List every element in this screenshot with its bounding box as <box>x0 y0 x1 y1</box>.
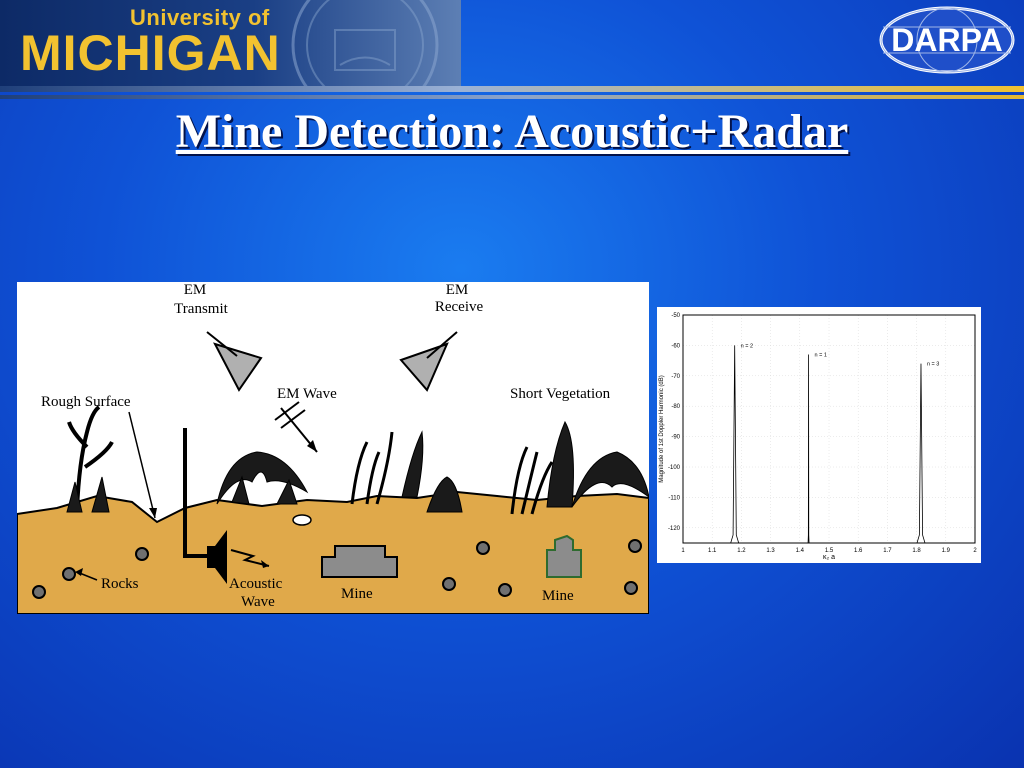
label-acoustic-wave-1: Acoustic <box>229 576 283 592</box>
acoustic-speaker-icon <box>207 530 227 584</box>
chart-series-line <box>683 345 975 544</box>
mine-right-shape <box>546 534 582 578</box>
chart-y-tick-label: -70 <box>671 374 680 380</box>
label-em-receive-1: EM <box>446 282 469 298</box>
university-of-text: University of <box>130 5 270 30</box>
mine-left-shape <box>321 545 398 578</box>
chart-y-tick-label: -110 <box>668 495 680 501</box>
chart-x-tick-label: 1.7 <box>883 548 892 554</box>
mine-detection-scene: EM Transmit EM Receive EM Wave Rough Sur… <box>17 282 649 614</box>
acoustic-source-stand <box>183 428 207 558</box>
darpa-logo-text: DARPA <box>891 22 1002 58</box>
chart-ticks: 1 1.1 1.2 1.3 1.4 1.5 1.6 1.7 1.8 1.9 2 -50 -60 -70 -8… <box>668 313 977 554</box>
rocks <box>32 539 642 599</box>
chart-y-tick-label: -90 <box>671 435 680 441</box>
em-receive-antenna <box>399 342 449 392</box>
header-band: University of MICHIGAN DARPA <box>0 0 1024 99</box>
chart-x-tick-label: 2 <box>973 548 977 554</box>
chart-y-axis-label: Magnitude of 1st Doppler Harmonic (dB) <box>659 375 665 482</box>
chart-x-tick-label: 1.2 <box>737 548 746 554</box>
chart-x-tick-label: 1.8 <box>912 548 921 554</box>
label-mine-left: Mine <box>341 586 373 602</box>
chart-x-tick-label: 1.6 <box>854 548 863 554</box>
doppler-harmonic-chart: 1 1.1 1.2 1.3 1.4 1.5 1.6 1.7 1.8 1.9 2 -50 -60 -70 -8… <box>657 307 981 563</box>
chart-peak-label: n = 1 <box>815 353 827 359</box>
em-transmit-antenna <box>213 342 263 392</box>
chart-y-tick-label: -80 <box>671 404 680 410</box>
surface-pebble <box>292 514 312 526</box>
darpa-logo: DARPA <box>879 6 1015 74</box>
label-em-transmit-1: EM <box>184 282 207 298</box>
chart-x-tick-label: 1.3 <box>766 548 775 554</box>
chart-y-tick-label: -120 <box>668 526 681 532</box>
chart-x-tick-label: 1 <box>681 548 685 554</box>
chart-background <box>657 307 981 563</box>
chart-y-tick-label: -50 <box>671 313 680 319</box>
rough-surface-pointer <box>128 411 156 519</box>
university-of-michigan-logo: University of MICHIGAN <box>0 0 461 86</box>
chart-peak-labels: n = 2 n = 1 n = 3 <box>741 343 940 367</box>
chart-x-tick-label: 1.4 <box>796 548 805 554</box>
vegetation <box>66 405 649 515</box>
label-short-vegetation: Short Vegetation <box>510 386 611 402</box>
label-acoustic-wave-2: Wave <box>241 594 275 610</box>
slide-title: Mine Detection: Acoustic+Radar <box>175 105 849 158</box>
acoustic-wave-arrow <box>230 549 270 567</box>
soil-ground <box>17 490 649 614</box>
chart-y-tick-label: -60 <box>671 343 680 349</box>
chart-x-tick-label: 1.1 <box>708 548 717 554</box>
header-stripe-bottom <box>0 95 1024 99</box>
label-rough-surface: Rough Surface <box>41 394 131 410</box>
university-seal-icon <box>291 0 439 86</box>
label-em-wave: EM Wave <box>277 386 337 402</box>
chart-x-tick-label: 1.9 <box>942 548 951 554</box>
header-stripe-top <box>0 86 1024 92</box>
label-em-receive-2: Receive <box>435 299 484 315</box>
chart-y-tick-label: -100 <box>668 465 681 471</box>
chart-peak-label: n = 2 <box>741 343 753 349</box>
label-mine-right: Mine <box>542 588 574 604</box>
michigan-wordmark: MICHIGAN <box>20 25 281 81</box>
chart-peak-label: n = 3 <box>927 362 939 368</box>
label-em-transmit-2: Transmit <box>174 301 228 317</box>
chart-x-tick-label: 1.5 <box>825 548 834 554</box>
label-rocks: Rocks <box>101 576 139 592</box>
chart-x-axis-label: κ₂ a <box>823 554 835 561</box>
